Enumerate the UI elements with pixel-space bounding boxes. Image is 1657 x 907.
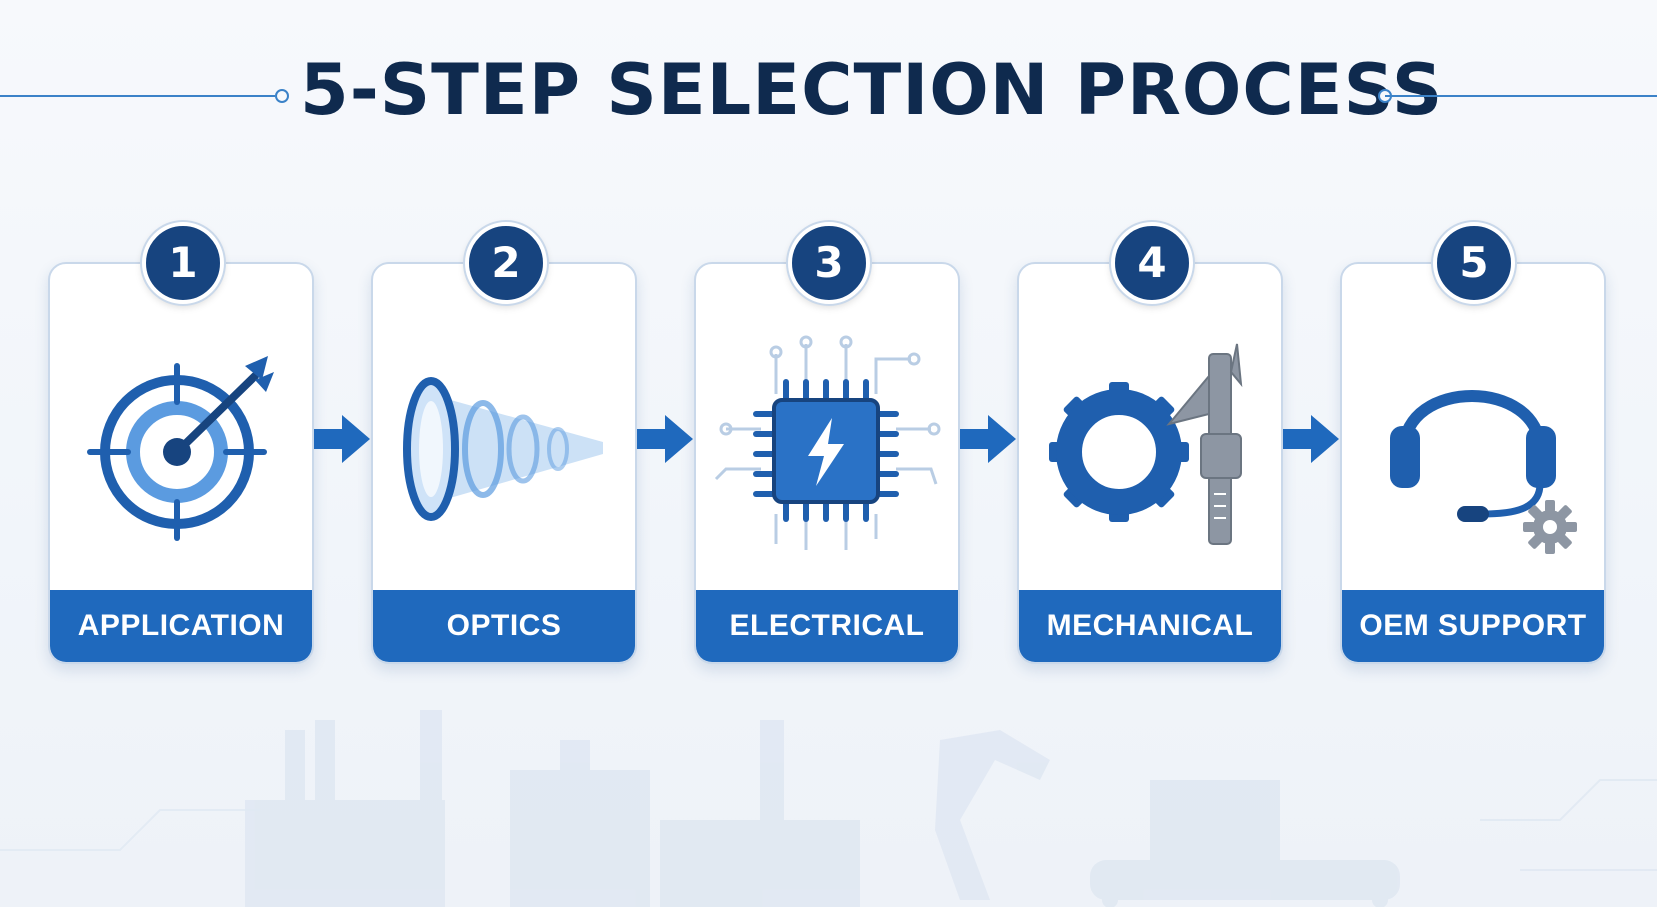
- step-5-badge: 5: [1433, 222, 1515, 304]
- step-2-number: 2: [491, 238, 521, 287]
- step-1-label: APPLICATION: [77, 609, 285, 642]
- page-title: 5-STEP SELECTION PROCESS: [300, 49, 1444, 131]
- step-5-label: OEM SUPPORT: [1359, 609, 1587, 642]
- step-5-label-band: OEM SUPPORT: [1342, 590, 1604, 662]
- step-1-label-band: APPLICATION: [50, 590, 312, 662]
- arrow-3-to-4-icon: [960, 415, 1016, 463]
- title-row: 5-STEP SELECTION PROCESS: [0, 45, 1657, 135]
- step-2-label: OPTICS: [446, 609, 562, 642]
- lens-icon: [403, 377, 603, 521]
- step-1-badge: 1: [142, 222, 224, 304]
- arrow-1-to-2-icon: [314, 415, 370, 463]
- gear-caliper-icon: [1049, 343, 1243, 545]
- target-arrow-icon: [87, 356, 274, 541]
- step-4-label-band: MECHANICAL: [1019, 590, 1281, 662]
- step-4-label: MECHANICAL: [1046, 609, 1254, 642]
- step-2-label-band: OPTICS: [373, 590, 635, 662]
- step-4-number: 4: [1137, 238, 1167, 287]
- step-4-badge: 4: [1111, 222, 1193, 304]
- step-3-number: 3: [814, 238, 844, 287]
- title-decor-line-right: [1385, 95, 1657, 97]
- title-decor-node-left: [275, 89, 289, 103]
- headset-icon: [1390, 390, 1577, 554]
- step-5-number: 5: [1459, 238, 1489, 287]
- chip-icon: [714, 335, 941, 550]
- step-card-oem-support: OEM SUPPORT: [1340, 262, 1606, 664]
- step-3-badge: 3: [788, 222, 870, 304]
- factory-skyline-background: [0, 710, 1657, 907]
- step-3-label-band: ELECTRICAL: [696, 590, 958, 662]
- step-3-label: ELECTRICAL: [729, 609, 925, 642]
- title-decor-line-left: [0, 95, 275, 97]
- step-card-electrical: ELECTRICAL: [694, 262, 960, 664]
- step-card-mechanical: MECHANICAL: [1017, 262, 1283, 664]
- step-card-application: APPLICATION: [48, 262, 314, 664]
- arrow-4-to-5-icon: [1283, 415, 1339, 463]
- step-card-optics: OPTICS: [371, 262, 637, 664]
- step-2-badge: 2: [465, 222, 547, 304]
- step-1-number: 1: [168, 238, 198, 287]
- arrow-2-to-3-icon: [637, 415, 693, 463]
